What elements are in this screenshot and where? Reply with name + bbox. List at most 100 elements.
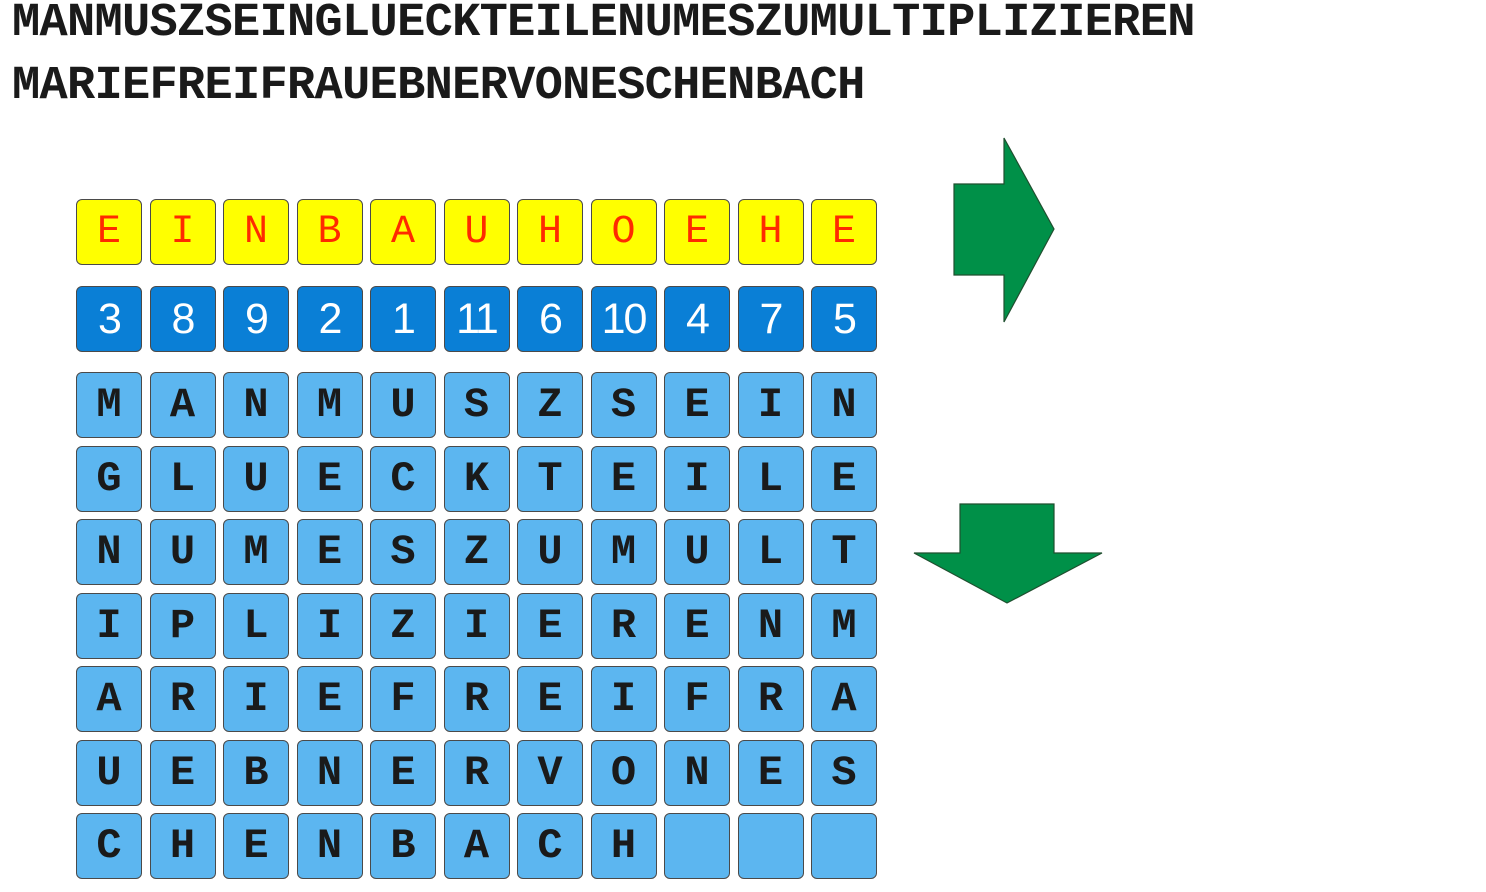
- grid-cell: I: [737, 372, 804, 438]
- key-number: 1: [370, 286, 436, 352]
- grid-cell: C: [370, 445, 436, 512]
- grid-cell: E: [149, 739, 216, 806]
- grid-cell: R: [737, 666, 804, 732]
- grid-cell: E: [517, 666, 583, 732]
- grid-cell: Z: [443, 519, 510, 585]
- grid-cell: N: [664, 739, 730, 806]
- grid-cell: R: [590, 592, 657, 659]
- grid-cell: A: [811, 666, 877, 732]
- keyword-letter: N: [223, 199, 289, 265]
- grid-cell: A: [149, 372, 216, 438]
- key-number: 4: [664, 286, 730, 352]
- grid-cell: N: [296, 739, 363, 806]
- keyword-letter: U: [443, 199, 510, 265]
- grid-cell: R: [443, 666, 510, 732]
- grid-cell: E: [737, 739, 804, 806]
- grid-cell: E: [370, 739, 436, 806]
- grid-cell: U: [370, 372, 436, 438]
- keyword-letter: E: [664, 199, 730, 265]
- grid-cell: H: [149, 813, 216, 879]
- keyword-letter: E: [811, 199, 877, 265]
- grid-cell: C: [517, 813, 583, 879]
- grid-cell: M: [590, 519, 657, 585]
- key-number: 11: [443, 286, 510, 352]
- grid-cell: T: [517, 445, 583, 512]
- grid-cell: E: [296, 519, 363, 585]
- grid-cell: R: [149, 666, 216, 732]
- key-number: 6: [517, 286, 583, 352]
- arrow-right-icon: [953, 137, 1055, 323]
- grid-cell: M: [811, 592, 877, 659]
- keyword-letter: O: [590, 199, 657, 265]
- grid-cell: S: [590, 372, 657, 438]
- keyword-letter: H: [517, 199, 583, 265]
- key-number: 9: [223, 286, 289, 352]
- grid-cell: K: [443, 445, 510, 512]
- grid-cell: F: [664, 666, 730, 732]
- grid-cell: U: [517, 519, 583, 585]
- keyword-letter: B: [296, 199, 363, 265]
- key-number: 7: [737, 286, 804, 352]
- key-number: 5: [811, 286, 877, 352]
- key-number: 8: [149, 286, 216, 352]
- key-number: 10: [590, 286, 657, 352]
- grid-cell: L: [737, 445, 804, 512]
- grid-cell: U: [223, 445, 289, 512]
- grid-cell: U: [149, 519, 216, 585]
- grid-cell: E: [664, 592, 730, 659]
- grid-cell: E: [223, 813, 289, 879]
- grid-cell: U: [76, 739, 142, 806]
- grid-cell: N: [223, 372, 289, 438]
- key-number: 2: [296, 286, 363, 352]
- grid-cell: T: [811, 519, 877, 585]
- grid-cell: U: [664, 519, 730, 585]
- grid-cell: E: [811, 445, 877, 512]
- grid-cell: Z: [370, 592, 436, 659]
- keyword-letter: A: [370, 199, 436, 265]
- grid-cell: A: [76, 666, 142, 732]
- grid-cell: I: [443, 592, 510, 659]
- grid-cell: Z: [517, 372, 583, 438]
- grid-cell: I: [296, 592, 363, 659]
- grid-cell: I: [664, 445, 730, 512]
- plaintext-line-2: MARIEFREIFRAUEBNERVONESCHENBACH: [12, 60, 865, 113]
- grid-cell: M: [223, 519, 289, 585]
- grid-cell: C: [76, 813, 142, 879]
- grid-cell: L: [223, 592, 289, 659]
- grid-cell: I: [76, 592, 142, 659]
- grid-cell: A: [443, 813, 510, 879]
- grid-cell: S: [370, 519, 436, 585]
- grid-cell: [664, 813, 730, 879]
- grid-cell: B: [370, 813, 436, 879]
- grid-cell: N: [296, 813, 363, 879]
- grid-cell: G: [76, 445, 142, 512]
- grid-cell: N: [76, 519, 142, 585]
- grid-cell: [811, 813, 877, 879]
- grid-cell: P: [149, 592, 216, 659]
- keyword-letter: H: [737, 199, 804, 265]
- grid-cell: L: [149, 445, 216, 512]
- grid-cell: I: [223, 666, 289, 732]
- grid-cell: E: [517, 592, 583, 659]
- keyword-letter: I: [149, 199, 216, 265]
- grid-cell: V: [517, 739, 583, 806]
- grid-cell: R: [443, 739, 510, 806]
- grid-cell: S: [443, 372, 510, 438]
- keyword-letter: E: [76, 199, 142, 265]
- plaintext-line-1: MANMUSZSEINGLUECKTEILENUMESZUMULTIPLIZIE…: [12, 0, 1195, 50]
- grid-cell: M: [296, 372, 363, 438]
- grid-cell: E: [296, 445, 363, 512]
- grid-cell: E: [296, 666, 363, 732]
- grid-cell: F: [370, 666, 436, 732]
- arrow-down-icon: [913, 503, 1103, 604]
- grid-cell: H: [590, 813, 657, 879]
- grid-cell: M: [76, 372, 142, 438]
- grid-cell: B: [223, 739, 289, 806]
- grid-cell: I: [590, 666, 657, 732]
- grid-cell: L: [737, 519, 804, 585]
- grid-cell: E: [664, 372, 730, 438]
- grid-cell: N: [811, 372, 877, 438]
